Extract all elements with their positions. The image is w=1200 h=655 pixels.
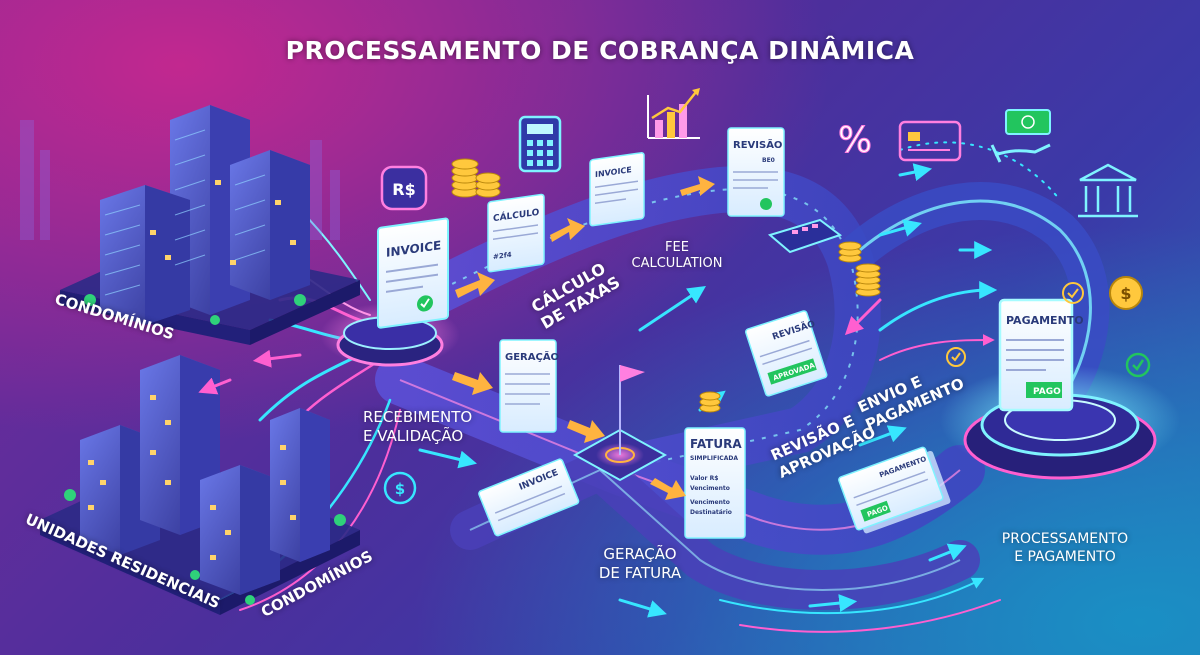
dollar-circle-icon: $ <box>383 471 417 505</box>
label-geracao-line-2: DE FATURA <box>598 564 682 582</box>
svg-text:$: $ <box>1120 284 1131 303</box>
dollar-coin-icon: $ <box>1109 276 1143 310</box>
document-revisao-top: REVISÃO BE0 <box>727 127 785 217</box>
pago-big-text: PAGO <box>1033 387 1061 397</box>
buildings-top <box>20 105 360 345</box>
label-recebimento: RECEBIMENTO E VALIDAÇÃO <box>363 408 472 446</box>
pink-arrows <box>198 298 882 395</box>
credit-card-icon <box>898 120 962 162</box>
percent-text: % <box>838 120 872 161</box>
brl-coin-text: R$ <box>392 180 415 199</box>
document-invoice-small: INVOICE <box>589 152 645 227</box>
calculator-icon <box>518 115 562 173</box>
payment-terminal-icon <box>767 218 843 254</box>
document-geracao: GERAÇÃO <box>499 339 559 433</box>
revisao-top-text: REVISÃO <box>733 138 782 151</box>
hand-money-icon <box>990 109 1051 163</box>
document-invoice-bottom: INVOICE <box>478 458 580 537</box>
label-processamento-line-1: PROCESSAMENTO <box>1001 531 1129 547</box>
fatura-line-4: Destinatário <box>690 509 732 516</box>
fatura-line-2: Vencimento <box>690 485 730 492</box>
fatura-subtitle: SIMPLIFICADA <box>690 455 738 462</box>
label-processamento-pagamento: PROCESSAMENTO E PAGAMENTO <box>990 530 1140 566</box>
label-recebimento-line-2: E VALIDAÇÃO <box>363 427 464 445</box>
label-geracao-fatura: GERAÇÃO DE FATURA <box>585 545 695 583</box>
diagram-title: PROCESSAMENTO DE COBRANÇA DINÂMICA <box>285 36 915 65</box>
revisao-top-code: BE0 <box>762 157 775 164</box>
label-geracao-line-1: GERAÇÃO <box>603 545 677 563</box>
label-fee-calculation: FEE CALCULATION <box>622 240 732 272</box>
geracao-doc-text: GERAÇÃO <box>505 350 559 363</box>
check-icon <box>946 282 1151 378</box>
cyan-arrows <box>418 163 993 618</box>
percent-icon: % <box>837 120 872 162</box>
hub-geracao <box>572 365 668 482</box>
label-recebimento-line-1: RECEBIMENTO <box>363 408 473 426</box>
buildings-bottom <box>40 355 360 615</box>
fatura-line-1: Valor R$ <box>690 475 718 482</box>
fatura-title: FATURA <box>690 437 742 451</box>
document-calculo: CÁLCULO #2f4 <box>487 193 545 273</box>
brl-coin-icon: R$ <box>380 165 428 211</box>
coin-stack-terminal-icon <box>699 241 881 413</box>
document-invoice-main: INVOICE <box>377 217 449 329</box>
document-fatura: FATURA SIMPLIFICADA Valor R$ Vencimento … <box>684 427 746 539</box>
label-fee-line-1: FEE <box>665 240 689 255</box>
document-revisao-mid: REVISÃO APROVADA <box>745 310 828 397</box>
fatura-line-3: Vencimento <box>690 499 730 506</box>
orange-arrows <box>452 176 715 500</box>
label-fee-line-2: CALCULATION <box>631 256 723 271</box>
bank-icon <box>1078 163 1138 218</box>
growth-chart-icon <box>647 88 700 139</box>
pagamento-big-text: PAGAMENTO <box>1006 314 1084 327</box>
document-pagamento-small: PAGAMENTO PAGO <box>838 446 951 534</box>
label-processamento-line-2: E PAGAMENTO <box>1014 549 1116 565</box>
document-pagamento-big: PAGAMENTO PAGO <box>998 298 1084 412</box>
coin-stack-icon <box>451 158 501 198</box>
svg-text:$: $ <box>395 480 405 498</box>
calculo-code: #2f4 <box>493 250 512 262</box>
